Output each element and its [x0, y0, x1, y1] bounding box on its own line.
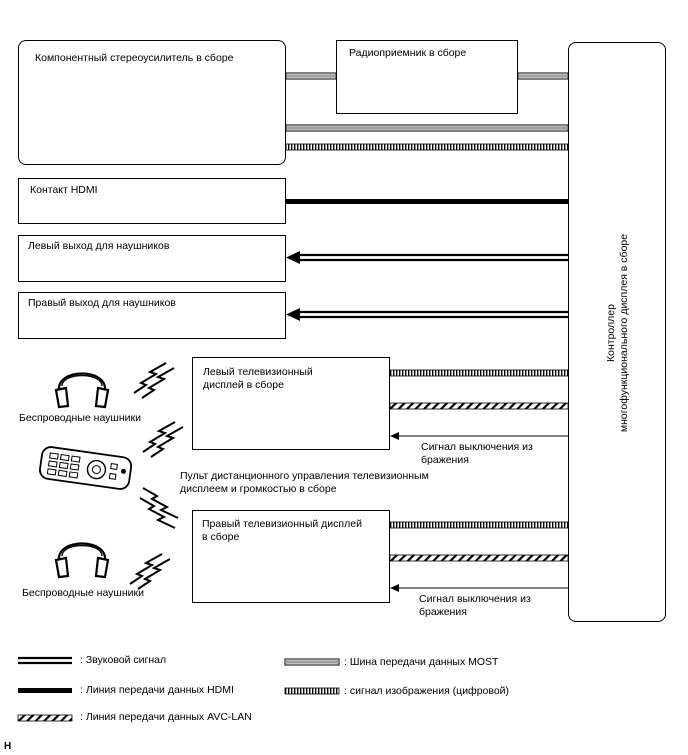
remote-label-line1: Пульт дистанционного управления телевизи… — [180, 470, 429, 482]
controller-block: Контроллер многофункционального дисплея … — [568, 42, 666, 622]
signal-off-label-line2: бражения — [421, 454, 469, 466]
left-phones-out-label: Левый выход для наушников — [28, 240, 170, 252]
left-tv-label-line2: дисплей в сборе — [203, 379, 284, 391]
left-phones-out-block: Левый выход для наушников — [18, 235, 286, 282]
wireless-headphones-label: Беспроводные наушники — [19, 412, 141, 424]
legend-audio-symbol — [18, 656, 72, 665]
wireless-signal-icon — [139, 487, 179, 529]
right-phones-out-block: Правый выход для наушников — [18, 292, 286, 339]
radio-block: Радиоприемник в сборе — [336, 40, 518, 114]
video-line-left-tv — [389, 369, 569, 377]
legend-video-label: : сигнал изображения (цифровой) — [344, 685, 510, 697]
signal-off-label-line2: бражения — [419, 606, 467, 618]
right-phones-out-label: Правый выход для наушников — [28, 297, 176, 309]
controller-label-line1: Контроллер — [605, 304, 617, 362]
avc-line-left-tv — [389, 402, 569, 410]
controller-label-line2: многофункционального дисплея в сборе — [618, 233, 630, 433]
legend-most-symbol — [284, 658, 340, 666]
wireless-signal-icon — [133, 362, 175, 399]
legend-avc-symbol — [17, 714, 73, 722]
hdmi-line — [286, 199, 568, 204]
right-tv-label-line2: в сборе — [202, 531, 240, 543]
hdmi-label: Контакт HDMI — [30, 184, 98, 196]
most-line-radio-controller — [517, 72, 569, 80]
video-line-right-tv — [389, 521, 569, 529]
audio-line-right-phones — [286, 308, 568, 321]
left-tv-block: Левый телевизионный дисплей в сборе — [192, 357, 390, 450]
signal-off-label-line1: Сигнал выключения из — [419, 593, 531, 605]
legend-most-label: : Шина передачи данных MOST — [344, 656, 499, 668]
legend-audio-label: : Звуковой сигнал — [80, 654, 167, 666]
signal-off-label-line1: Сигнал выключения из — [421, 441, 533, 453]
most-line-amp-radio — [285, 72, 337, 80]
right-tv-label-line1: Правый телевизионный дисплей — [202, 518, 362, 530]
legend-avc-label: : Линия передачи данных AVC-LAN — [80, 711, 252, 723]
audio-line-left-phones — [286, 251, 568, 264]
legend-video-symbol — [284, 687, 340, 695]
most-line-amp-controller — [285, 124, 569, 132]
wireless-signal-icon — [129, 553, 171, 590]
legend-hdmi-symbol — [18, 688, 72, 693]
signal-off-arrow-left-tv — [390, 432, 568, 440]
avc-line-right-tv — [389, 554, 569, 562]
controller-label: Контроллер многофункционального дисплея … — [605, 183, 631, 483]
right-tv-block: Правый телевизионный дисплей в сборе — [192, 510, 390, 603]
remote-label-line2: дисплеем и громкостью в сборе — [180, 483, 337, 495]
amplifier-label: Компонентный стереоусилитель в сборе — [35, 52, 234, 64]
headphones-icon — [54, 372, 110, 409]
hdmi-block: Контакт HDMI — [18, 178, 286, 224]
legend-hdmi-label: : Линия передачи данных HDMI — [80, 684, 234, 696]
amplifier-block: Компонентный стереоусилитель в сборе — [18, 40, 286, 165]
headphones-icon — [54, 542, 110, 579]
wireless-signal-icon — [142, 421, 184, 458]
radio-label: Радиоприемник в сборе — [349, 47, 467, 59]
signal-off-arrow-right-tv — [390, 584, 568, 592]
figure-code: H — [4, 741, 12, 752]
left-tv-label-line1: Левый телевизионный — [203, 366, 313, 378]
wireless-headphones-label: Беспроводные наушники — [22, 587, 144, 599]
remote-control-icon — [39, 446, 133, 490]
video-line-amp-controller — [285, 143, 569, 151]
